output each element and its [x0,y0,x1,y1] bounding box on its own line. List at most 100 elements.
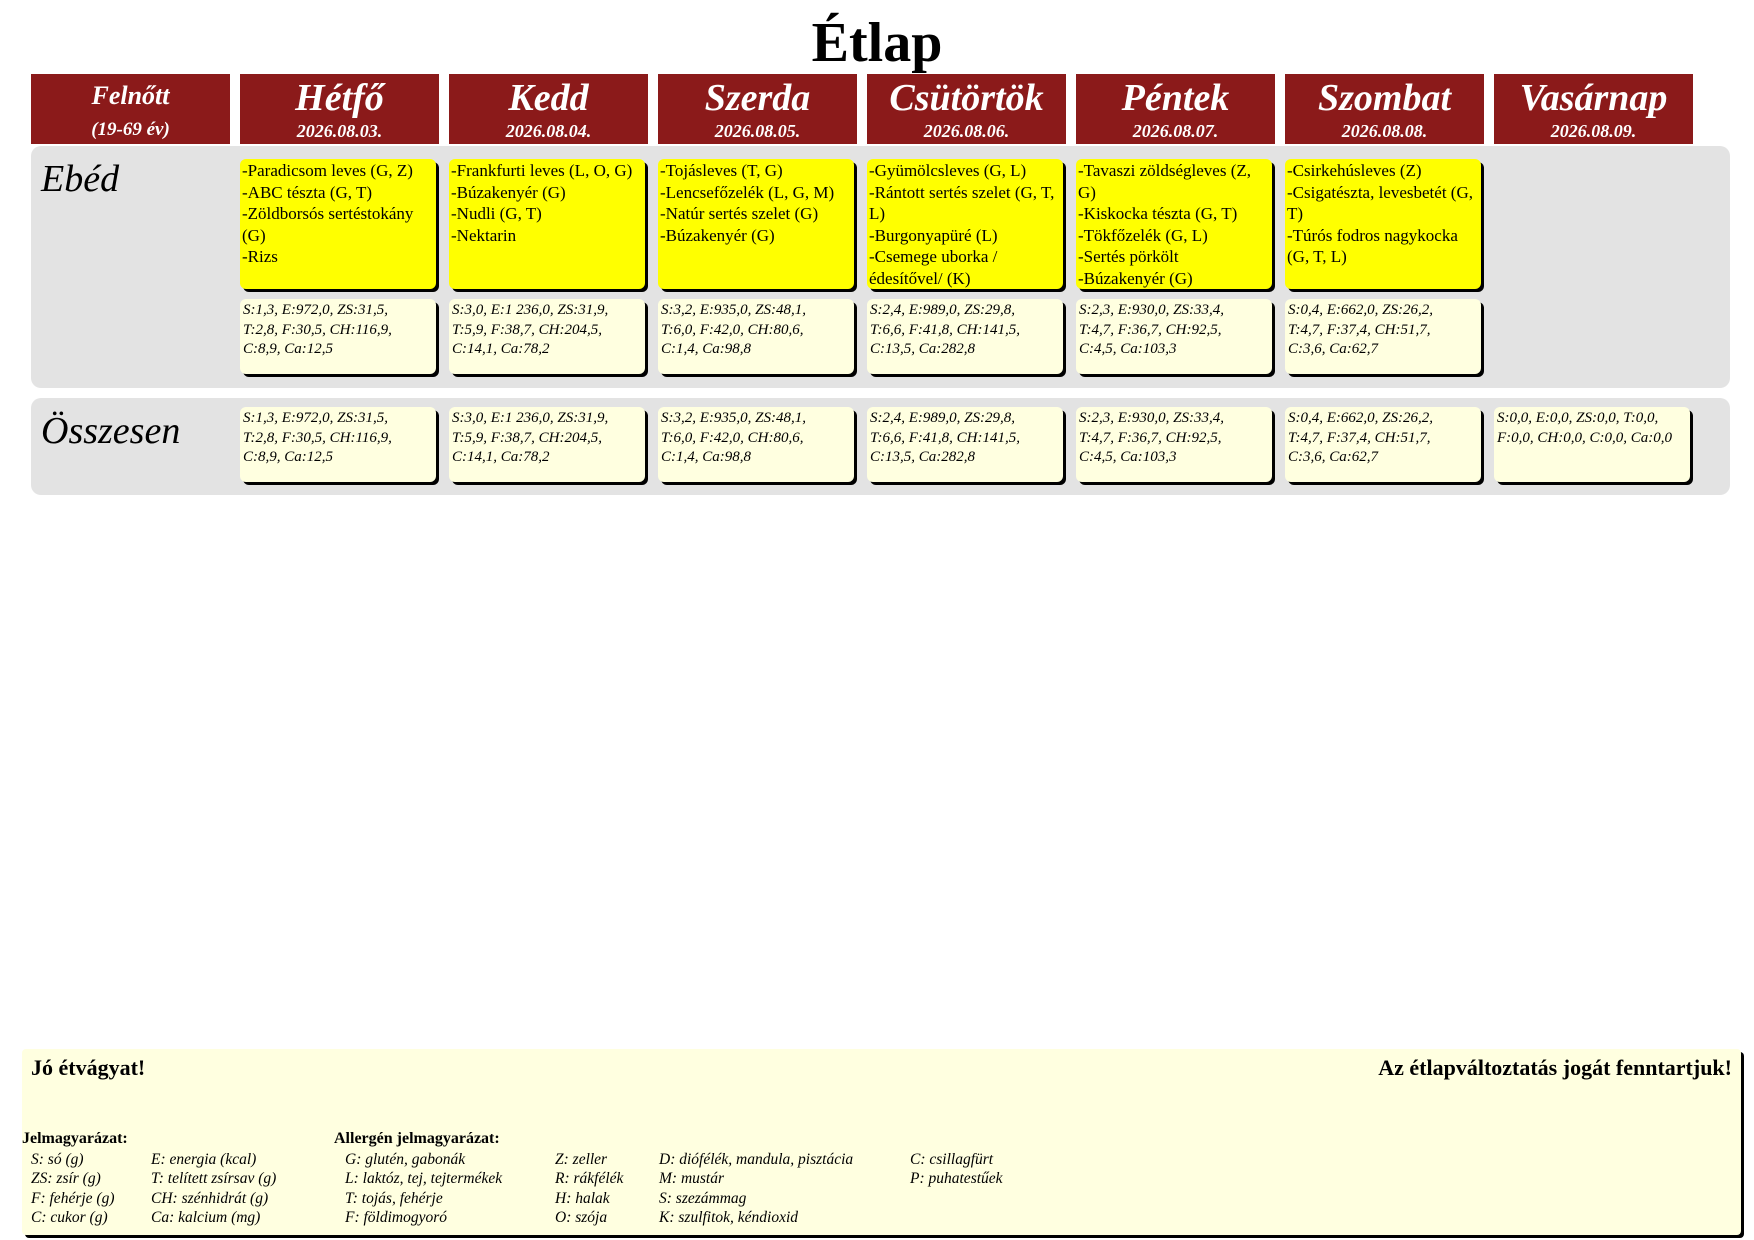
total-nutrition-monday: S:1,3, E:972,0, ZS:31,5, T:2,8, F:30,5, … [240,407,436,482]
nutrition-line: C:1,4, Ca:98,8 [661,449,751,465]
nutrition-line: C:13,5, Ca:282,8 [870,341,975,357]
legend-col-1: S: só (g) ZS: zsír (g) F: fehérje (g) C:… [31,1150,115,1227]
nutrition-line: T:2,8, F:30,5, CH:116,9, [243,321,392,338]
day-name: Szerda [704,77,811,119]
day-name: Szombat [1317,77,1452,119]
meal-item: -Burgonyapüré (L) [869,225,998,245]
meal-item: -Natúr sertés szelet (G) [660,204,819,223]
nutrition-line: S:3,2, E:935,0, ZS:48,1, [661,410,806,426]
total-nutrition-tuesday: S:3,0, E:1 236,0, ZS:31,9, T:5,9, F:38,7… [449,407,645,482]
group-name: Felnőtt [91,81,170,110]
legend-title: Jelmagyarázat: [22,1130,128,1147]
meal-saturday: -Csirkehúsleves (Z) -Csigatészta, levesb… [1285,159,1481,289]
day-date: 2026.08.06. [923,121,1010,141]
total-nutrition-thursday: S:2,4, E:989,0, ZS:29,8, T:6,6, F:41,8, … [867,407,1063,482]
meal-item: -ABC tészta (G, T) [242,182,372,202]
meal-item: -Lencsefőzelék (L, G, M) [660,182,835,202]
lunch-nutrition-friday: S:2,3, E:930,0, ZS:33,4, T:4,7, F:36,7, … [1076,299,1272,374]
nutrition-line: T:6,0, F:42,0, CH:80,6, [661,429,804,446]
meal-item: -Gyümölcsleves (G, L) [869,161,1027,180]
meal-tuesday: -Frankfurti leves (L, O, G) -Búzakenyér … [449,159,645,289]
day-name: Péntek [1121,77,1230,119]
day-date: 2026.08.03. [296,121,383,141]
meal-thursday: -Gyümölcsleves (G, L) -Rántott sertés sz… [867,159,1063,289]
meal-friday: -Tavaszi zöldségleves (Z, G) -Kiskocka t… [1076,159,1272,289]
nutrition-line: S:1,3, E:972,0, ZS:31,5, [243,410,388,426]
legend-item: E: energia (kcal) [151,1151,257,1168]
lunch-nutrition-wednesday: S:3,2, E:935,0, ZS:48,1, T:6,0, F:42,0, … [658,299,854,374]
legend-item: F: fehérje (g) [31,1189,115,1207]
allergen-item: R: rákfélék [555,1170,624,1188]
nutrition-line: C:3,6, Ca:62,7 [1288,341,1378,357]
nutrition-line: T:6,6, F:41,8, CH:141,5, [870,429,1020,446]
lunch-nutrition-saturday: S:0,4, E:662,0, ZS:26,2, T:4,7, F:37,4, … [1285,299,1481,374]
allergen-legend-title: Allergén jelmagyarázat: [334,1130,500,1147]
day-name: Vasárnap [1519,77,1668,119]
allergen-item: F: földimogyoró [345,1208,448,1226]
day-date: 2026.08.07. [1132,121,1219,141]
footer-disclaimer: Az étlapváltoztatás jogát fenntartjuk! [1378,1055,1732,1080]
allergen-item: T: tojás, fehérje [345,1189,443,1207]
legend-col-2: E: energia (kcal) T: telített zsírsav (g… [151,1150,276,1227]
lunch-nutrition-monday: S:1,3, E:972,0, ZS:31,5, T:2,8, F:30,5, … [240,299,436,374]
legend-item: S: só (g) [31,1151,84,1168]
meal-item: -Kiskocka tészta (G, T) [1078,204,1238,223]
day-date: 2026.08.05. [714,121,801,141]
nutrition-line: S:0,0, E:0,0, ZS:0,0, T:0,0, [1497,410,1659,426]
meal-monday: -Paradicsom leves (G, Z) -ABC tészta (G,… [240,159,436,289]
meal-item: -Nudli (G, T) [451,204,542,223]
day-header-monday: Hétfő 2026.08.03. [240,74,439,144]
allergen-item: G: glutén, gabonák [345,1151,466,1168]
legend-item: ZS: zsír (g) [31,1170,101,1188]
allergen-item: P: puhatestűek [910,1170,1003,1188]
nutrition-line: T:4,7, F:36,7, CH:92,5, [1079,321,1222,338]
nutrition-line: C:4,5, Ca:103,3 [1079,449,1177,465]
nutrition-line: T:5,9, F:38,7, CH:204,5, [452,429,602,446]
allergen-col-3: D: diófélék, mandula, pisztácia M: mustá… [659,1150,853,1227]
meal-item: -Búzakenyér (G) [1078,268,1193,288]
allergen-item: D: diófélék, mandula, pisztácia [659,1151,854,1168]
day-date: 2026.08.04. [505,121,592,141]
day-name: Kedd [508,77,589,119]
nutrition-line: S:1,3, E:972,0, ZS:31,5, [243,302,388,318]
meal-item: -Rizs [242,247,278,266]
allergen-item: H: halak [555,1189,610,1207]
group-header: Felnőtt (19-69 év) [31,74,230,144]
nutrition-line: C:8,9, Ca:12,5 [243,341,333,357]
total-nutrition-saturday: S:0,4, E:662,0, ZS:26,2, T:4,7, F:37,4, … [1285,407,1481,482]
meal-item: -Nektarin [451,225,517,245]
meal-item: -Sertés pörkölt [1078,247,1179,266]
meal-item: -Búzakenyér (G) [660,225,775,245]
allergen-item: M: mustár [659,1170,725,1188]
nutrition-line: T:4,7, F:36,7, CH:92,5, [1079,429,1222,446]
legend-item: Ca: kalcium (mg) [151,1208,261,1226]
allergen-item: Z: zeller [555,1151,608,1168]
day-date: 2026.08.09. [1550,121,1637,141]
lunch-nutrition-thursday: S:2,4, E:989,0, ZS:29,8, T:6,6, F:41,8, … [867,299,1063,374]
day-name: Hétfő [295,77,384,119]
footer-panel: Jó étvágyat! Az étlapváltoztatás jogát f… [22,1049,1741,1235]
footer-greeting: Jó étvágyat! [31,1055,146,1080]
nutrition-line: C:3,6, Ca:62,7 [1288,449,1378,465]
day-header-tuesday: Kedd 2026.08.04. [449,74,648,144]
meal-item: -Búzakenyér (G) [451,182,566,202]
nutrition-line: S:2,4, E:989,0, ZS:29,8, [870,302,1015,318]
nutrition-line: C:14,1, Ca:78,2 [452,341,550,357]
allergen-item: O: szója [555,1208,608,1226]
nutrition-line: S:2,3, E:930,0, ZS:33,4, [1079,302,1224,318]
nutrition-line: T:6,0, F:42,0, CH:80,6, [661,321,804,338]
allergen-item: L: laktóz, tej, tejtermékek [345,1170,503,1188]
nutrition-line: S:2,3, E:930,0, ZS:33,4, [1079,410,1224,426]
allergen-item: K: szulfitok, kéndioxid [659,1208,799,1226]
group-age: (19-69 év) [91,119,170,140]
meal-item: -Tavaszi zöldségleves (Z, G) [1078,161,1251,202]
allergen-item: S: szezámmag [659,1189,747,1207]
legend-item: CH: szénhidrát (g) [151,1189,269,1207]
day-header-wednesday: Szerda 2026.08.05. [658,74,857,144]
meal-item: -Csirkehúsleves (Z) [1287,161,1422,180]
meal-item: -Tökfőzelék (G, L) [1078,225,1208,245]
nutrition-line: S:0,4, E:662,0, ZS:26,2, [1288,410,1433,426]
day-name: Csütörtök [889,77,1044,119]
nutrition-line: T:4,7, F:37,4, CH:51,7, [1288,321,1431,338]
allergen-col-2: Z: zeller R: rákfélék H: halak O: szója [555,1150,623,1227]
